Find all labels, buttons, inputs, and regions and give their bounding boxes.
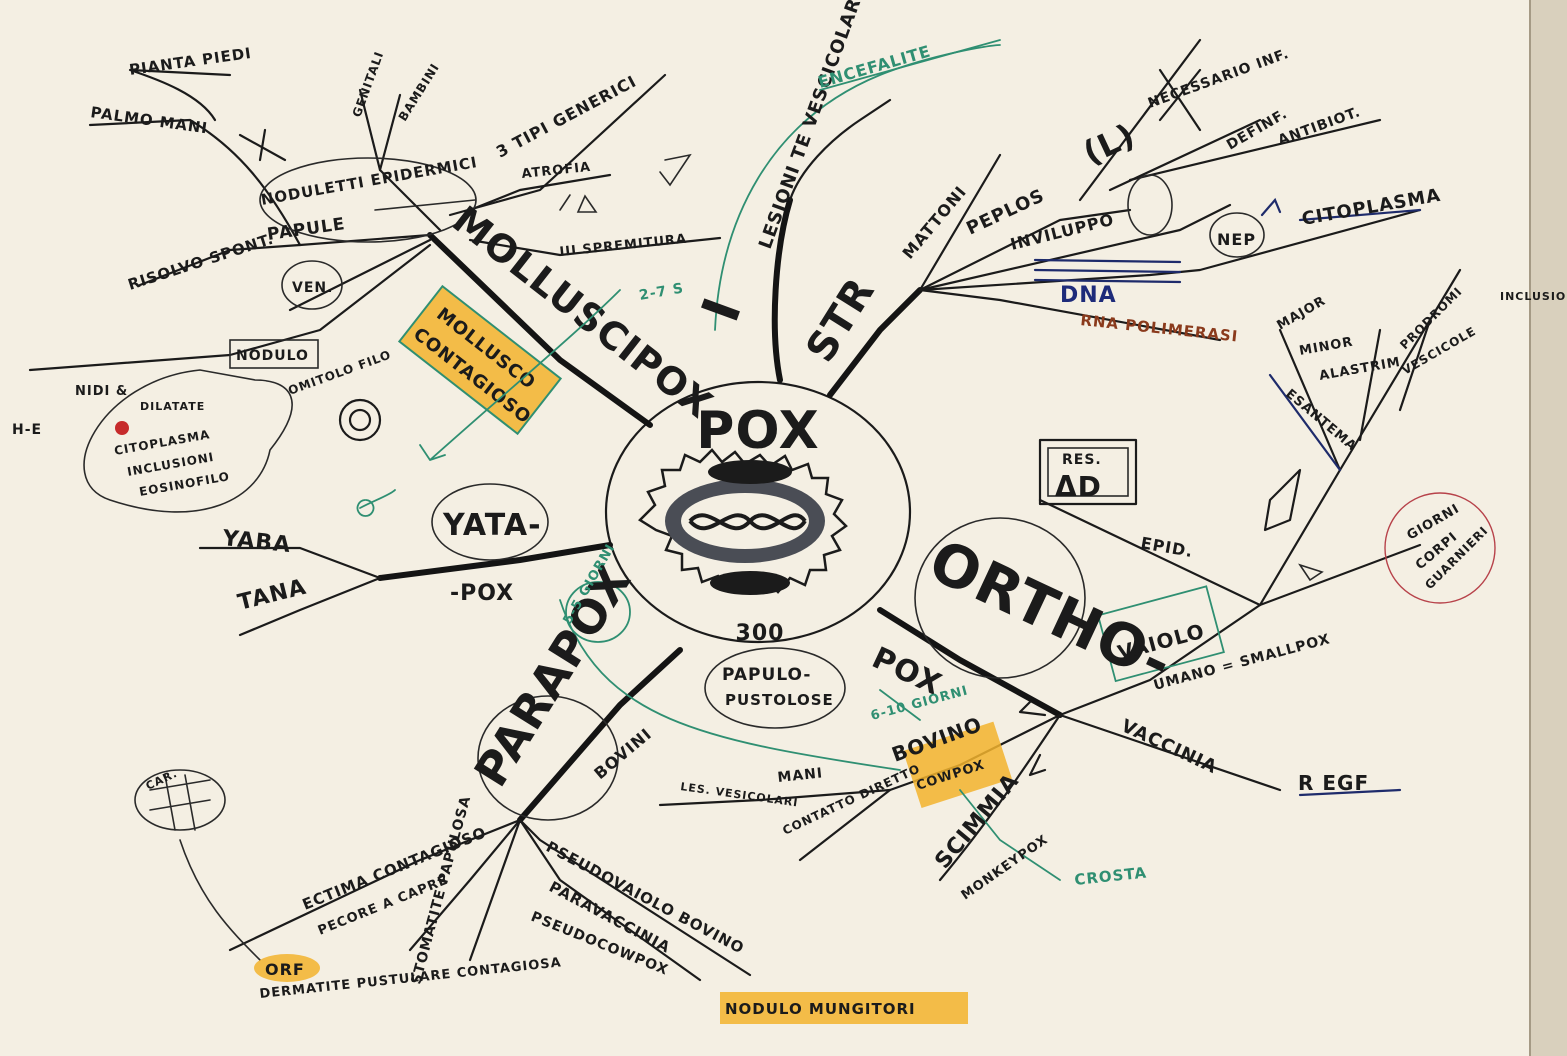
svg-text:DNA: DNA [1060,283,1117,308]
svg-text:DILATATE: DILATATE [140,400,205,413]
svg-text:MANI: MANI [777,765,824,786]
branch-str-line [827,287,923,398]
svg-text:PAPULO-: PAPULO- [722,665,811,685]
svg-text:PUSTOLOSE: PUSTOLOSE [725,691,834,709]
center-count: 300 [736,621,785,646]
svg-text:NODULO MUNGITORI: NODULO MUNGITORI [725,1000,916,1018]
papulo-node: PAPULO- PUSTOLOSE [704,647,846,729]
svg-text:VEN.: VEN. [292,280,333,296]
svg-text:ORF: ORF [265,960,305,979]
svg-text:2-7 S: 2-7 S [638,280,685,304]
paper-edge [1530,0,1567,1056]
svg-text:RES.: RES. [1062,452,1102,468]
svg-text:ΔD: ΔD [1055,470,1102,503]
branch-mollusco-line [427,232,653,428]
svg-text:H-E: H-E [12,422,42,438]
branch-parapox-line [517,647,683,823]
svg-text:NEP: NEP [1217,230,1256,249]
svg-text:NIDI &: NIDI & [75,384,128,399]
branch-lesioni-line [771,197,793,383]
svg-text:-POX: -POX [450,581,514,606]
svg-text:NODULO: NODULO [236,348,309,364]
center-title: POX [696,401,820,461]
yata-label: YATA- [442,508,542,543]
branch-yata-line [377,542,613,581]
yata-branch: YATA- -POX YABA TANA [198,483,549,637]
virion-icon [638,448,848,595]
branch-ortho-line [877,607,1063,718]
center-node: POX 300 [604,380,912,646]
svg-text:INCLUSIONI: INCLUSIONI [1500,290,1567,303]
svg-text:ATROFIA: ATROFIA [521,160,592,182]
svg-text:R EGF: R EGF [1298,771,1369,795]
